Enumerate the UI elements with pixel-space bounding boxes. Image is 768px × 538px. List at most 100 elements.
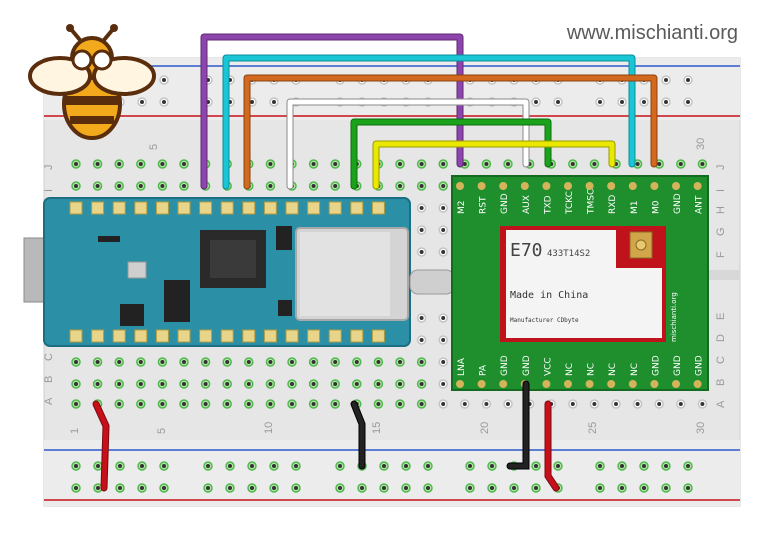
hole-center [294,464,298,468]
col-number: 10 [263,422,275,434]
hole-center [382,486,386,490]
module-pad [477,182,486,190]
hole-center [311,184,316,188]
hole-center [441,162,446,166]
hole-center [382,464,386,468]
hole-center [311,162,316,166]
col-number: 30 [695,138,707,150]
hole-center [203,360,208,364]
hole-center [138,184,143,188]
row-letter: C [715,356,727,364]
hole-center [534,486,538,490]
hole-center [311,402,316,406]
hole-center [182,162,186,166]
module-pin-label-top: M2 [457,201,467,215]
hole-center [592,402,597,406]
hole-center [74,486,78,490]
row-letter: A [715,400,727,408]
hole-center [664,486,668,490]
hole-center [160,360,165,364]
hole-center [138,360,143,364]
hole-center [182,402,186,406]
module-pin-label-top: TCKC [565,191,575,215]
hole-center [419,184,424,188]
hole-center [206,486,210,490]
module-pin-label-top: TMSC [587,189,597,215]
nano-pin [177,201,191,215]
hole-center [598,486,602,490]
bottom-power-rail [44,440,740,506]
hole-center [117,184,122,188]
hole-center [117,360,122,364]
hole-center [118,486,122,490]
module-pad [499,380,508,388]
module-pin-label-bottom: NC [608,363,618,376]
nano-pin [199,329,213,343]
module-pin-label-bottom: GND [673,355,683,376]
row-letter: B [715,379,727,386]
module-pin-label-top: M1 [630,201,640,215]
hole-center [360,486,364,490]
hole-center [95,162,100,166]
hole-center [686,100,690,104]
row-letter: C [43,353,55,361]
module-pad [564,380,572,388]
hole-center [441,360,446,364]
module-pad [628,182,637,190]
nano-pin [328,329,342,343]
col-number: 20 [479,422,491,434]
hole-center [268,360,273,364]
hole-center [657,402,662,406]
hole-center [398,184,402,188]
nano-pin [307,329,321,343]
module-pin-label-bottom: LNA [457,357,467,376]
hole-center [228,486,232,490]
hole-center [686,78,690,82]
nano-pin [69,329,83,343]
hole-center [441,338,446,342]
hole-center [74,184,78,188]
hole-center [462,162,467,166]
nano-pin [134,201,148,215]
hole-center [419,338,424,342]
hole-center [376,402,381,406]
hole-center [250,100,254,104]
hole-center [441,250,446,254]
hole-center [272,464,276,468]
hole-center [225,382,230,386]
module-pin-label-top: RST [479,196,489,214]
module-pad [650,380,659,388]
hole-center [74,382,78,386]
hole-center [290,402,294,406]
hole-center [206,464,210,468]
hole-center [160,382,165,386]
module-pad [456,182,464,190]
rail-jumpers [92,380,560,492]
module-pad [672,380,680,388]
hole-center [96,486,100,490]
hole-center [246,382,251,386]
hole-center [246,402,251,406]
hole-center [162,486,166,490]
hole-center [140,464,144,468]
hole-center [268,382,273,386]
module-pin-label-top: TXD [543,195,553,215]
module-pin-label-bottom: NC [587,363,597,376]
hole-center [490,464,494,468]
col-number: 25 [587,422,599,434]
hole-center [620,100,624,104]
nano-pin [285,201,299,215]
hole-center [225,360,230,364]
hole-center [333,162,338,166]
hole-center [117,402,122,406]
antenna-connector [409,269,455,295]
hole-center [686,486,690,490]
hole-center [333,382,338,386]
hole-center [398,162,402,166]
row-letters: J I C B A J I H G F E D C B A [43,165,727,409]
top-power-rail [44,58,740,120]
hole-center [160,184,165,188]
row-letter: J [715,165,727,171]
hole-center [268,162,273,166]
hole-center [556,464,560,468]
